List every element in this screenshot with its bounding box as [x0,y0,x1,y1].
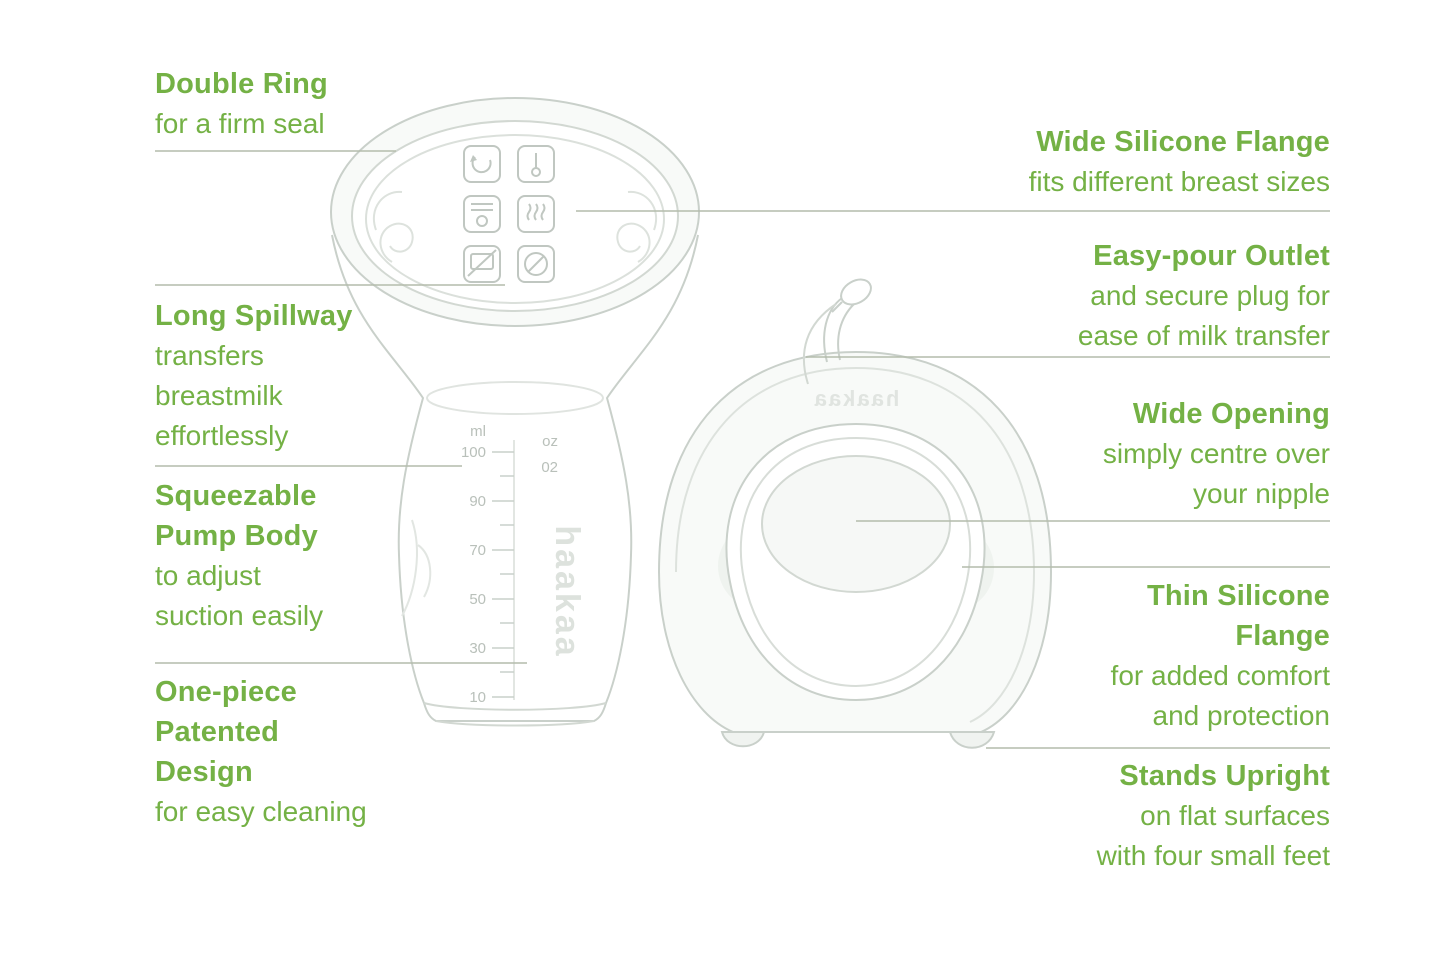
silicone-flange-illustration: haakaa [657,278,1053,749]
feature-desc: and secure plug for [1090,280,1330,311]
flange-opening-inner-edge [739,436,972,688]
feature-desc: with four small feet [1096,840,1330,871]
pump-flange-inner-ring [365,134,665,304]
feature-title: Wide Silicone Flange [1036,126,1330,158]
feature-label-thin-silicone-flange: Thin Silicone Flange for added comfort a… [1111,576,1330,736]
leaf-emboss-body [401,519,432,617]
feature-label-wide-silicone-flange: Wide Silicone Flange fits different brea… [1029,122,1330,202]
leader-lines [155,150,1330,749]
feature-label-easy-pour-outlet: Easy-pour Outlet and secure plug for eas… [1078,236,1330,356]
feature-title: Easy-pour Outlet [1093,240,1330,272]
pump-base-upper-line [423,702,607,711]
dishwasher-icon [463,195,501,233]
feature-title: Squeezable [155,480,317,512]
feature-title: Flange [1235,620,1330,652]
recycle-icon [463,145,501,183]
feature-desc: your nipple [1193,478,1330,509]
feature-title: Pump Body [155,520,318,552]
nipple-opening [761,455,951,593]
brand-text-flange: haakaa [813,386,900,411]
do-not-boil-icon [517,245,555,283]
feature-desc: for easy cleaning [155,796,367,827]
feature-desc: ease of milk transfer [1077,320,1330,351]
feature-title: Wide Opening [1132,398,1330,430]
scale-value: 50 [469,591,486,608]
pump-neck-inner-edge [426,381,604,415]
measurement-scale: ml 100 90 70 50 30 10 oz 02 [461,423,558,706]
scale-value: 70 [469,542,486,559]
scale-value: 100 [461,444,486,461]
easy-pour-spout [802,278,872,385]
feature-title: Stands Upright [1119,760,1330,792]
feature-desc: for a firm seal [155,108,325,139]
flange-inner-dome-line [675,366,1036,723]
feature-desc: to adjust [155,560,261,591]
scale-value-oz: 02 [541,459,558,476]
feature-title: Thin Silicone [1146,580,1330,612]
feature-label-one-piece-design: One-piece Patented Design for easy clean… [155,672,367,832]
feature-label-double-ring: Double Ring for a firm seal [155,64,328,144]
flange-foot-left [720,731,766,748]
feature-desc: suction easily [155,600,324,631]
feature-title: Double Ring [155,68,328,100]
feature-desc: fits different breast sizes [1028,166,1330,197]
scale-value: 10 [469,689,486,706]
no-microwave-icon [463,245,501,283]
feature-desc: simply centre over [1102,438,1330,469]
feature-desc: for added comfort [1110,660,1330,691]
scale-value: 90 [469,493,486,510]
feature-desc: and protection [1152,700,1330,731]
pump-body-outline [331,234,699,722]
feature-title: One-piece [155,676,298,708]
feature-label-stands-upright: Stands Upright on flat surfaces with fou… [1097,756,1330,876]
flange-foot-right [948,731,996,749]
spout-tether [802,303,837,385]
scale-value: 30 [469,640,486,657]
pump-flange-middle-ring [351,120,679,312]
feature-label-wide-opening: Wide Opening simply centre over your nip… [1103,394,1330,514]
feature-title: Long Spillway [155,300,353,332]
feature-desc: breastmilk [155,380,283,411]
temperature-icon [517,145,555,183]
floral-emboss-right [616,190,658,263]
feature-title: Patented [155,716,280,748]
floral-emboss-left [372,190,414,263]
feature-label-squeezable-pump-body: Squeezable Pump Body to adjust suction e… [155,476,323,636]
scale-unit-oz: oz [542,433,558,450]
steam-icon [517,195,555,233]
feature-desc: transfers [155,340,264,371]
spout-plug-tip [831,301,843,313]
feature-desc: effortlessly [155,420,289,451]
scale-unit-ml: ml [470,423,486,440]
breast-pump-illustration: ml 100 90 70 50 30 10 oz 02 haakaa [330,97,700,727]
feature-title: Design [155,756,253,788]
brand-text-pump: haakaa [548,525,586,658]
care-icons [463,145,555,283]
pump-base-lower-line [435,720,595,727]
feature-label-long-spillway: Long Spillway transfers breastmilk effor… [155,296,353,456]
feature-desc: on flat surfaces [1140,800,1330,831]
